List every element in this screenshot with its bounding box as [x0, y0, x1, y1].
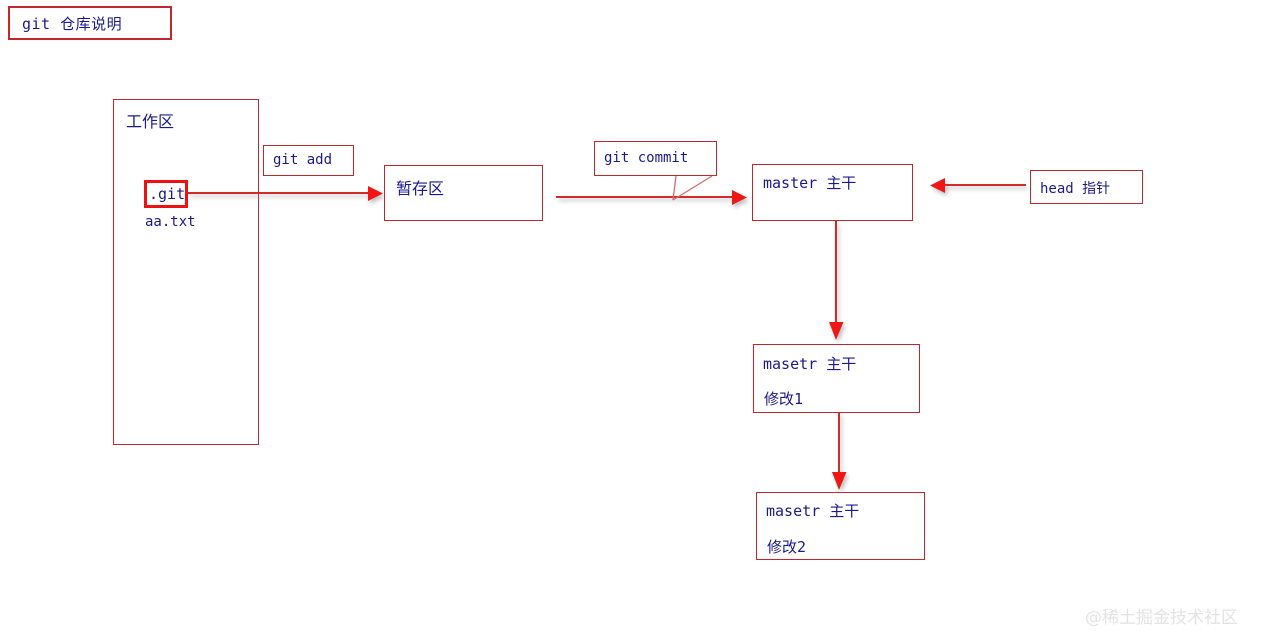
git-dir-label: .git — [149, 185, 186, 203]
workspace-label: 工作区 — [126, 112, 175, 131]
commit1-sublabel: 修改1 — [764, 390, 804, 408]
page-title: git 仓库说明 — [22, 15, 123, 33]
head-pointer-label: head 指针 — [1040, 181, 1111, 197]
watermark: @稀土掘金技术社区 — [1085, 608, 1238, 628]
commit2-label: masetr 主干 — [766, 502, 860, 520]
head-pointer-box — [1030, 170, 1143, 204]
title-box — [8, 6, 172, 40]
git-commit-callout-box — [594, 141, 717, 176]
workspace-box — [113, 99, 259, 445]
arrow-git-commit — [556, 190, 747, 205]
staging-area-box — [384, 165, 543, 221]
commit2-box — [756, 492, 925, 560]
arrow-master-to-commit1 — [829, 221, 844, 340]
commit2-sublabel: 修改2 — [767, 538, 807, 556]
git-add-label-box — [263, 145, 354, 176]
git-add-label: git add — [273, 152, 333, 168]
commit1-box — [753, 344, 920, 413]
staging-area-label: 暂存区 — [396, 179, 445, 198]
aa-txt-label: aa.txt — [145, 214, 196, 230]
git-dir-highlight-box — [144, 180, 188, 208]
arrow-commit1-to-commit2 — [832, 413, 847, 490]
master-branch-label: master 主干 — [763, 174, 857, 192]
commit1-label: masetr 主干 — [763, 355, 857, 373]
git-commit-label: git commit — [604, 150, 689, 166]
arrow-head-to-master — [930, 178, 1026, 193]
master-branch-box — [752, 164, 913, 221]
git-commit-callout-tail — [672, 175, 713, 201]
